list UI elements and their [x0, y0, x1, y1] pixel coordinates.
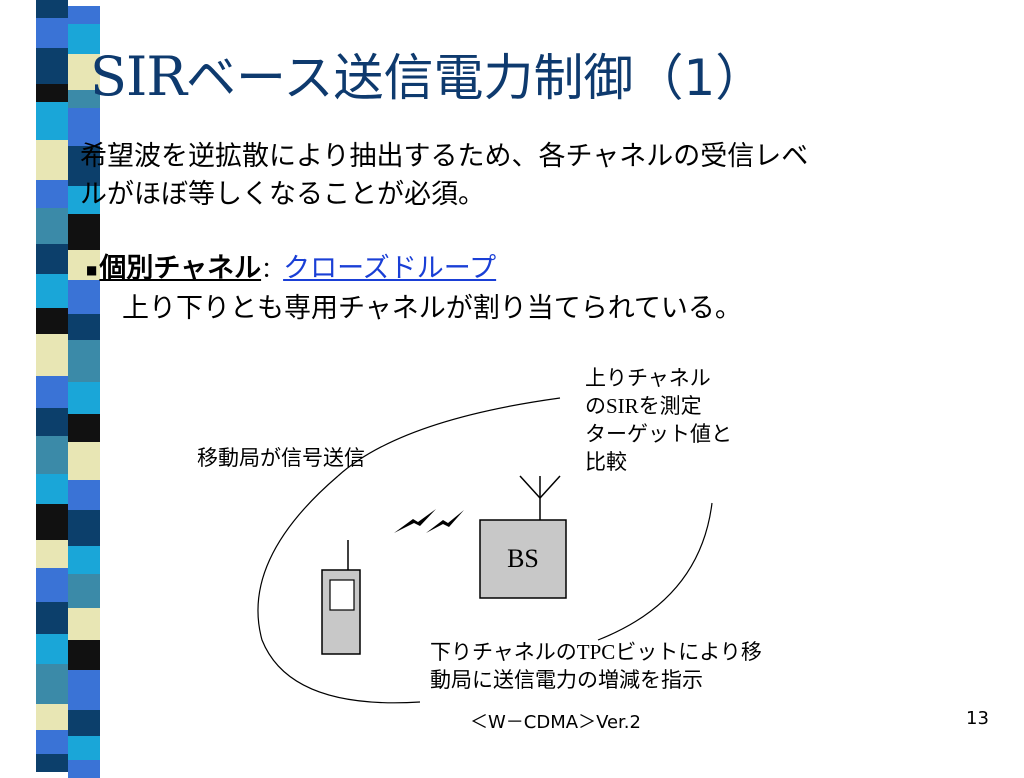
title-prefix: SIR [90, 45, 187, 108]
stripe-segment [68, 280, 100, 314]
uplink-measure-note: 上りチャネル のSIRを測定 ターゲット値と 比較 [585, 364, 732, 476]
intro-text-line-1: 希望波を逆拡散により抽出するため、各チャネルの受信レベ [80, 141, 809, 172]
stripe-segment [68, 670, 100, 710]
sub-heading: ■個別チャネル：クローズドループ [86, 246, 496, 285]
title-main: ベース送信電力制御（1） [185, 49, 766, 107]
stripe-segment [36, 334, 68, 376]
downlink-note-line-2: 動局に送信電力の増減を指示 [430, 668, 703, 692]
sub-heading-colon: ： [261, 258, 284, 283]
stripe-segment [68, 54, 100, 90]
downlink-note-line-1c: ビットにより移 [615, 640, 762, 664]
closed-loop-link[interactable]: クローズドループ [283, 253, 497, 284]
stripe-segment [68, 574, 100, 608]
stripe-segment [68, 510, 100, 546]
stripe-segment [36, 730, 68, 754]
stripe-segment [68, 640, 100, 670]
stripe-segment [36, 704, 68, 730]
stripe-segment [36, 180, 68, 208]
stripe-segment [36, 540, 68, 568]
stripe-segment [36, 634, 68, 664]
stripe-segment [68, 108, 100, 146]
downlink-tpc-note: 下りチャネルのTPCビットにより移 動局に送信電力の増減を指示 [430, 638, 762, 694]
stripe-segment [36, 84, 68, 102]
base-station-label: BS [507, 544, 539, 573]
stripe-segment [36, 664, 68, 704]
stripe-segment [68, 480, 100, 510]
stripe-segment [36, 0, 68, 18]
feedback-arc-left [257, 475, 421, 704]
mobile-transmit-note: 移動局が信号送信 [197, 446, 365, 470]
stripe-segment [68, 736, 100, 760]
sub-heading-label: 個別チャネル [99, 253, 262, 284]
stripe-segment [68, 214, 100, 250]
stripe-segment [68, 314, 100, 340]
mobile-phone-icon [321, 540, 361, 655]
stripe-segment [68, 442, 100, 480]
downlink-note-line-1: 下りチャネルのTPCビットにより移 [430, 638, 762, 666]
stripe-segment [36, 408, 68, 436]
stripe-segment [36, 504, 68, 540]
stripe-segment [36, 376, 68, 408]
stripe-segment [36, 474, 68, 504]
stripe-segment [68, 250, 100, 280]
stripe-segment [36, 140, 68, 180]
stripe-segment [68, 340, 100, 382]
uplink-arc [337, 397, 561, 477]
stripe-segment [68, 546, 100, 574]
stripe-segment [68, 6, 100, 24]
feedback-arc-right [597, 502, 713, 641]
stripe-segment [68, 414, 100, 442]
stripe-segment [68, 382, 100, 414]
stripe-segment [36, 568, 68, 602]
downlink-note-line-1a: 下りチャネルの [430, 640, 577, 664]
slide-title: SIRベース送信電力制御（1） [90, 38, 765, 110]
stripe-segment [36, 308, 68, 334]
stripe-segment [68, 608, 100, 640]
uplink-note-line-4: 比較 [585, 450, 627, 474]
stripe-segment [36, 48, 68, 84]
stripe-segment [68, 710, 100, 736]
uplink-note-line-2b: SIR [606, 394, 639, 418]
stripe-segment [36, 102, 68, 140]
stripe-segment [36, 244, 68, 274]
intro-text-line-2: ルがほぼ等しくなることが必須。 [80, 179, 485, 210]
stripe-segment [36, 208, 68, 244]
stripe-segment [36, 274, 68, 308]
page-number: 13 [966, 708, 989, 729]
stripe-segment [36, 436, 68, 474]
decorative-stripe-bar [36, 0, 100, 778]
uplink-note-line-2a: の [585, 394, 606, 418]
uplink-note-line-3: ターゲット値と [585, 422, 732, 446]
downlink-note-line-1b: TPC [576, 640, 616, 664]
slide-footer: ＜W－CDMA＞Ver.2 [470, 712, 641, 733]
uplink-note-line-2: のSIRを測定 [585, 392, 732, 420]
bullet-icon: ■ [86, 262, 98, 277]
stripe-segment [36, 602, 68, 634]
dedicated-channel-text: 上り下りとも専用チャネルが割り当てられている。 [122, 293, 742, 324]
stripe-segment [68, 24, 100, 54]
radio-link-icon [394, 509, 464, 533]
uplink-note-line-1: 上りチャネル [585, 366, 711, 390]
stripe-segment [68, 186, 100, 214]
stripe-segment [68, 146, 100, 186]
base-station-icon [479, 475, 567, 599]
stripe-segment [68, 90, 100, 108]
stripe-segment [36, 18, 68, 48]
uplink-note-line-2c: を測定 [638, 394, 702, 418]
